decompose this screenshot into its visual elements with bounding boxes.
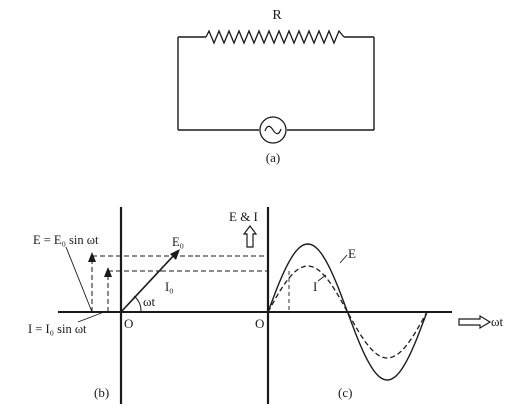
resistor-zigzag xyxy=(205,29,345,45)
current-instantaneous-arrowhead xyxy=(104,267,112,277)
emf-curve-leader xyxy=(339,254,348,264)
circuit-caption: (a) xyxy=(266,150,280,165)
x-axis-label: ωt xyxy=(491,314,504,329)
current-phasor-label: I₀ xyxy=(165,280,174,294)
resistor-label: R xyxy=(272,8,282,23)
y-axis-arrow-icon xyxy=(242,225,258,248)
waveform-origin-label: O xyxy=(255,316,264,331)
waveform-caption: (c) xyxy=(338,385,352,400)
phasor-diagram xyxy=(58,207,195,404)
emf-phasor xyxy=(120,252,177,313)
current-curve-leader xyxy=(317,274,327,282)
ac-source-icon xyxy=(259,116,287,144)
emf-curve-label: E xyxy=(348,246,356,261)
emf-instantaneous-arrowhead xyxy=(88,252,96,262)
angle-label: ωt xyxy=(143,294,156,309)
phasor-origin-label: O xyxy=(124,316,133,331)
emf-phasor-label: E₀ xyxy=(172,235,184,249)
current-equation: I = I₀ sin ωt xyxy=(28,322,87,336)
emf-equation-leader xyxy=(65,246,93,313)
emf-equation: E = E₀ sin ωt xyxy=(33,233,99,247)
emf-phasor-arrowhead xyxy=(170,249,180,260)
x-axis-arrow-icon xyxy=(458,314,492,330)
angle-arc xyxy=(133,295,142,313)
waveform-graph xyxy=(121,207,492,404)
current-curve xyxy=(267,265,428,359)
y-axis-label: E & I xyxy=(229,209,258,224)
emf-curve xyxy=(267,243,428,381)
phasor-caption: (b) xyxy=(94,385,109,400)
circuit-diagram xyxy=(177,29,375,144)
current-curve-label: I xyxy=(313,279,317,294)
current-equation-leader xyxy=(77,311,105,323)
